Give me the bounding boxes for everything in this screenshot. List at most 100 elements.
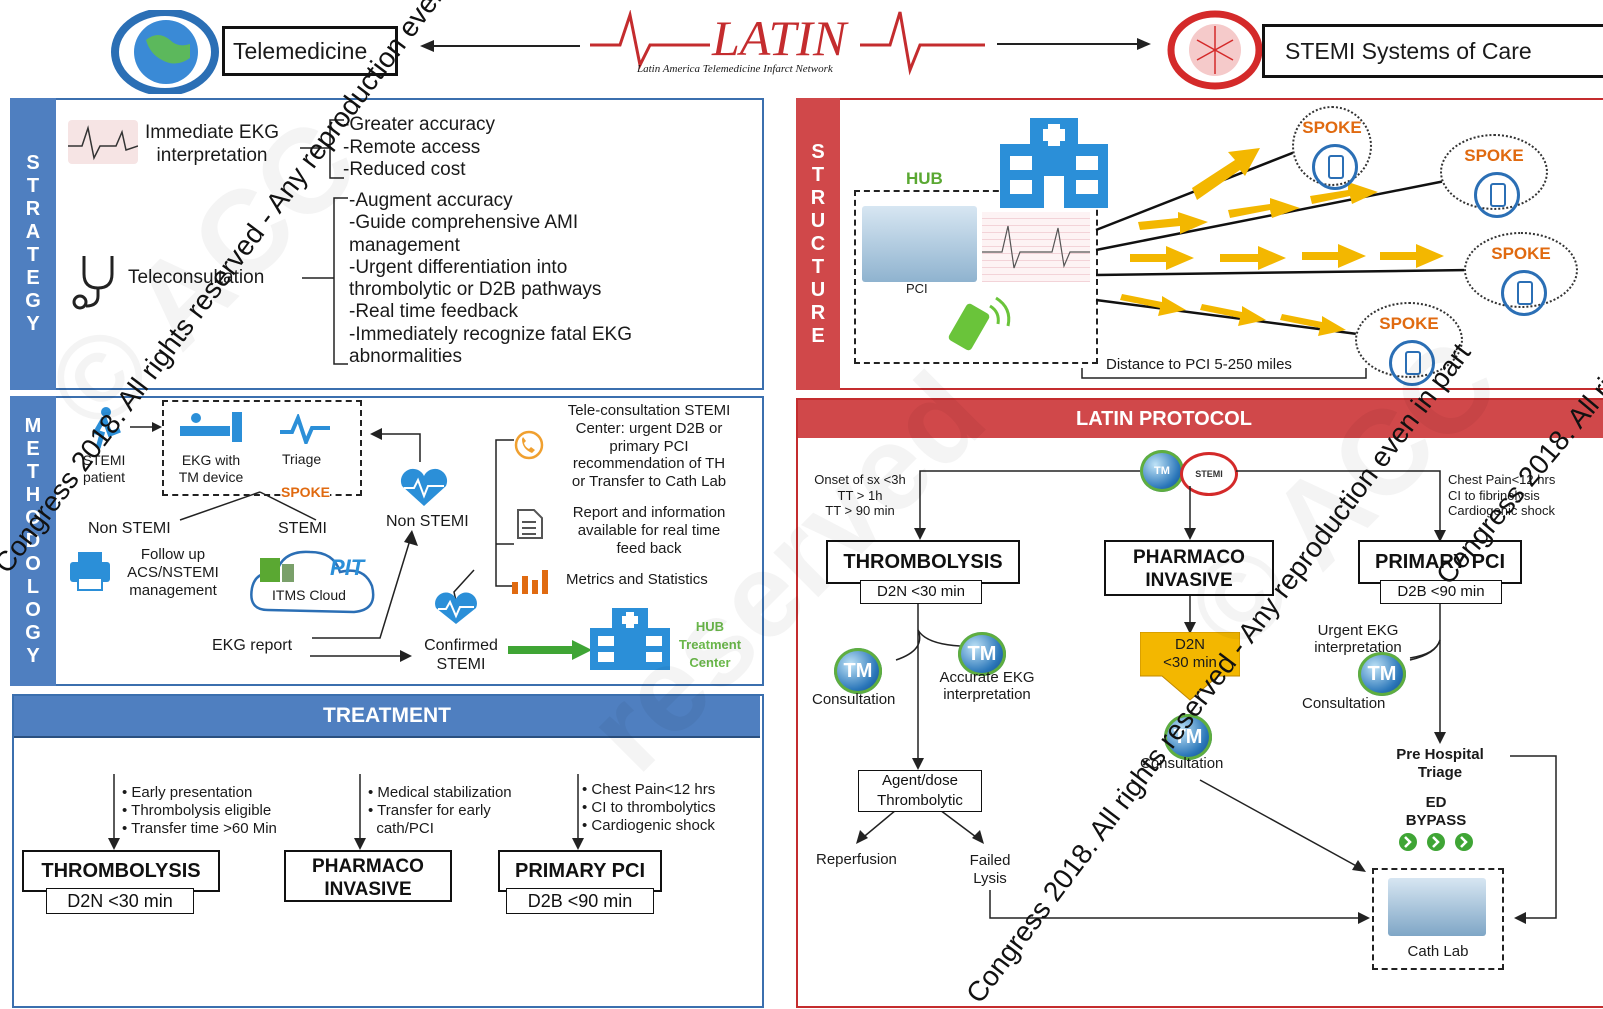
ekg-device-icon bbox=[176, 408, 246, 448]
strategy-bracket-2 bbox=[302, 197, 348, 365]
patient-icon bbox=[84, 406, 124, 450]
treatment-col1: • Early presentation• Thrombolysis eligi… bbox=[122, 784, 277, 837]
strategy-bracket-1 bbox=[300, 119, 344, 179]
reperfusion-label: Reperfusion bbox=[816, 851, 897, 868]
protocol-flow-lines bbox=[856, 470, 1557, 924]
triage-heartbeat-icon bbox=[280, 412, 330, 448]
center-bracket bbox=[495, 439, 514, 587]
green-chevrons-icon bbox=[1398, 832, 1478, 852]
treatment-col2: • Medical stabilization• Transfer for ea… bbox=[368, 784, 512, 837]
phone-icon bbox=[1501, 270, 1547, 316]
methodology-lines-1 bbox=[179, 491, 475, 662]
heart-icon-bottom bbox=[432, 592, 480, 626]
globe-icon bbox=[110, 8, 220, 96]
treatment-arrows bbox=[108, 774, 584, 850]
latin-logo-subtitle: Latin America Telemedicine Infarct Netwo… bbox=[637, 63, 833, 75]
treatment-primary-pci-box: PRIMARY PCI bbox=[498, 850, 662, 892]
ekg-points: -Greater accuracy-Remote access-Reduced … bbox=[343, 114, 496, 180]
printer-icon bbox=[68, 548, 112, 592]
arrow-to-spoke-box bbox=[130, 422, 162, 432]
latin-logo-title: LATIN bbox=[712, 10, 847, 66]
cath-lab-dashed-box: Cath Lab bbox=[1372, 868, 1504, 970]
stethoscope-icon bbox=[66, 250, 126, 310]
tm-consultation-icon-left: TM bbox=[834, 648, 882, 694]
ekg-strip-icon bbox=[68, 120, 139, 164]
protocol-primary-pci-box: PRIMARY PCI bbox=[1358, 540, 1522, 584]
stemi-systems-badge: STEMI Systems of Care bbox=[1262, 24, 1603, 78]
protocol-title: LATIN PROTOCOL bbox=[1076, 408, 1252, 430]
metrics-label: Metrics and Statistics bbox=[566, 571, 708, 588]
ekg-grid-image bbox=[982, 212, 1090, 282]
phone-icon bbox=[1312, 144, 1358, 190]
arrow-return-triage bbox=[370, 428, 421, 462]
treatment-col3: • Chest Pain<12 hrs• CI to thrombolytics… bbox=[582, 781, 716, 834]
treatment-d2n-box: D2N <30 min bbox=[46, 888, 194, 914]
tm-consultation-icon-center: TM bbox=[1164, 714, 1212, 760]
d2n-yellow-arrow: D2N<30 min bbox=[1139, 631, 1241, 702]
itms-cloud-icon bbox=[246, 540, 386, 624]
mobile-phone-icon bbox=[944, 288, 1024, 352]
spoke-node-3: SPOKE bbox=[1464, 232, 1578, 316]
arrow-left-icon bbox=[420, 40, 580, 52]
hub-hospital-icon bbox=[590, 606, 670, 670]
spoke-node-2: SPOKE bbox=[1440, 134, 1548, 218]
spoke-node-4: SPOKE bbox=[1355, 302, 1463, 386]
stemi-label: STEMI bbox=[278, 520, 327, 537]
hub-label: HUB bbox=[906, 169, 943, 188]
tele-points: -Augment accuracy-Guide comprehensive AM… bbox=[349, 190, 633, 368]
ekg-report-label: EKG report bbox=[212, 637, 293, 654]
hospital-icon bbox=[1000, 114, 1108, 208]
arrow-right-icon bbox=[997, 38, 1151, 50]
phone-icon bbox=[1389, 340, 1435, 386]
methodology-spoke-label: SPOKE bbox=[281, 484, 331, 500]
consultation-right-label: Consultation bbox=[1302, 695, 1386, 712]
treatment-d2b-box: D2B <90 min bbox=[506, 888, 654, 914]
protocol-d2b-box: D2B <90 min bbox=[1380, 580, 1502, 604]
cath-lab-photo bbox=[1388, 878, 1486, 936]
spoke-node-1: SPOKE bbox=[1292, 106, 1372, 190]
treatment-header: TREATMENT bbox=[14, 696, 760, 738]
consultation-center-label: Consultation bbox=[1140, 755, 1224, 772]
cath-lab-label: Cath Lab bbox=[1407, 943, 1469, 960]
distance-bracket bbox=[1081, 368, 1367, 379]
green-arrow-icon bbox=[508, 640, 592, 660]
protocol-d2n-box: D2N <30 min bbox=[860, 580, 982, 604]
cathlab-photo bbox=[862, 206, 977, 282]
non-stemi-right-label: Non STEMI bbox=[386, 513, 469, 530]
treatment-thrombolysis-box: THROMBOLYSIS bbox=[22, 850, 220, 892]
tm-consultation-icon-right: TM bbox=[1358, 652, 1406, 696]
heart-icon-top bbox=[396, 468, 452, 508]
network-globe-icon bbox=[1165, 10, 1265, 90]
latin-logo-ekg bbox=[590, 10, 985, 76]
distance-label: Distance to PCI 5-250 miles bbox=[1104, 356, 1294, 373]
phone-call-icon bbox=[510, 430, 548, 460]
hub-dashed-box bbox=[854, 190, 1098, 364]
telemedicine-badge: Telemedicine bbox=[222, 26, 398, 76]
phone-icon bbox=[1474, 172, 1520, 218]
telemedicine-label: Telemedicine bbox=[233, 38, 368, 64]
document-icon bbox=[514, 508, 544, 540]
itms-cloud-label: ITMS Cloud bbox=[272, 587, 346, 603]
spoke-connections bbox=[1095, 148, 1471, 337]
pci-label: PCI bbox=[906, 281, 928, 296]
consultation-left-label: Consultation bbox=[812, 691, 896, 708]
treatment-title: TREATMENT bbox=[323, 704, 451, 727]
protocol-header: LATIN PROTOCOL bbox=[798, 400, 1603, 438]
